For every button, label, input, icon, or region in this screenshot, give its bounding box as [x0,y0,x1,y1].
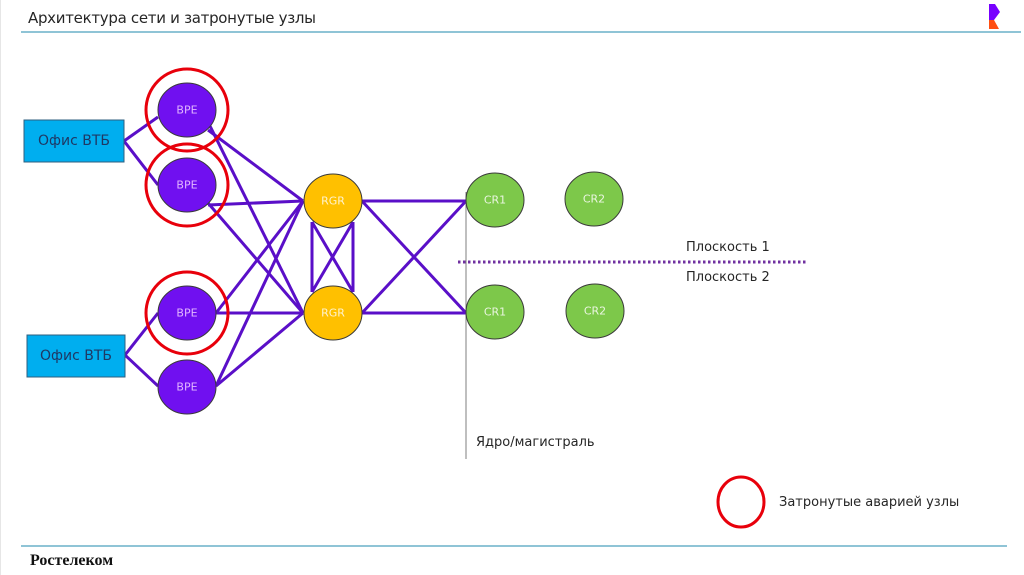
core-label: Ядро/магистраль [476,435,595,450]
cr-circle [564,171,624,227]
affected-ring-icon [144,67,230,153]
link-office2-bpe3 [123,312,160,356]
rostelecom-logo-icon [989,4,1000,29]
link-bpe2-rgr2 [206,202,305,314]
office-box [23,119,125,163]
affected-ring-icon [144,142,230,228]
cr-circle [465,284,525,340]
link-office2-bpe4 [123,353,160,388]
link-bpe4-rgr1 [214,200,305,387]
link-rgr2-cr1a [360,199,468,315]
legend-affected-ring-icon [716,475,766,529]
bpe-node: BPE [157,157,217,213]
bpe-label: BPE [176,179,197,192]
cr-label: CR2 [583,193,605,206]
link-rgr1-rgr2 [310,221,355,293]
cr-label: CR1 [484,306,506,319]
cr-label: CR2 [584,305,606,318]
rgr-label: RGR [321,307,345,320]
rgr-circle [303,173,363,229]
cr-circle [565,283,625,339]
rgr-circle [303,285,363,341]
link-bpe1-rgr1 [207,128,304,203]
title-divider [21,31,1021,33]
link-bpe3-rgr1 [214,200,305,314]
cr-label: CR1 [484,194,506,207]
cr-node: CR2 [565,283,625,339]
bpe-circle [157,82,217,138]
bpe-node: BPE [157,82,217,138]
footer-divider [21,545,1007,547]
office-node: Офис ВТБ [23,119,125,163]
office-box [26,334,126,378]
affected-ring-icon [144,270,230,356]
cr-node: CR1 [465,284,525,340]
bpe-node: BPE [157,285,217,341]
legend-label: Затронутые аварией узлы [779,495,959,510]
bpe-node: BPE [157,359,217,415]
office-label: Офис ВТБ [38,133,110,149]
cr-circle [465,172,525,228]
bpe-label: BPE [176,381,197,394]
link-office1-bpe1 [123,115,159,143]
plane-1-label: Плоскость 1 [686,240,770,255]
slide-title: Архитектура сети и затронутые узлы [28,9,316,27]
office-label: Офис ВТБ [40,348,112,364]
slide-left-edge [0,0,1,575]
link-bpe4-rgr2 [215,311,304,388]
footer-brand: Ростелеком [30,552,114,569]
rgr-node: RGR [303,285,363,341]
office-node: Офис ВТБ [26,334,126,378]
bpe-label: BPE [176,307,197,320]
bpe-label: BPE [176,104,197,117]
rgr-label: RGR [321,195,345,208]
rgr-node: RGR [303,173,363,229]
plane-2-label: Плоскость 2 [686,270,770,285]
bpe-circle [157,285,217,341]
cr-node: CR1 [465,172,525,228]
bpe-circle [157,359,217,415]
links-layer [122,115,468,388]
link-office1-bpe2 [122,140,160,186]
affected-rings-layer [144,67,230,356]
cr-node: CR2 [564,171,624,227]
link-bpe1-rgr2 [208,125,305,314]
bpe-circle [157,157,217,213]
